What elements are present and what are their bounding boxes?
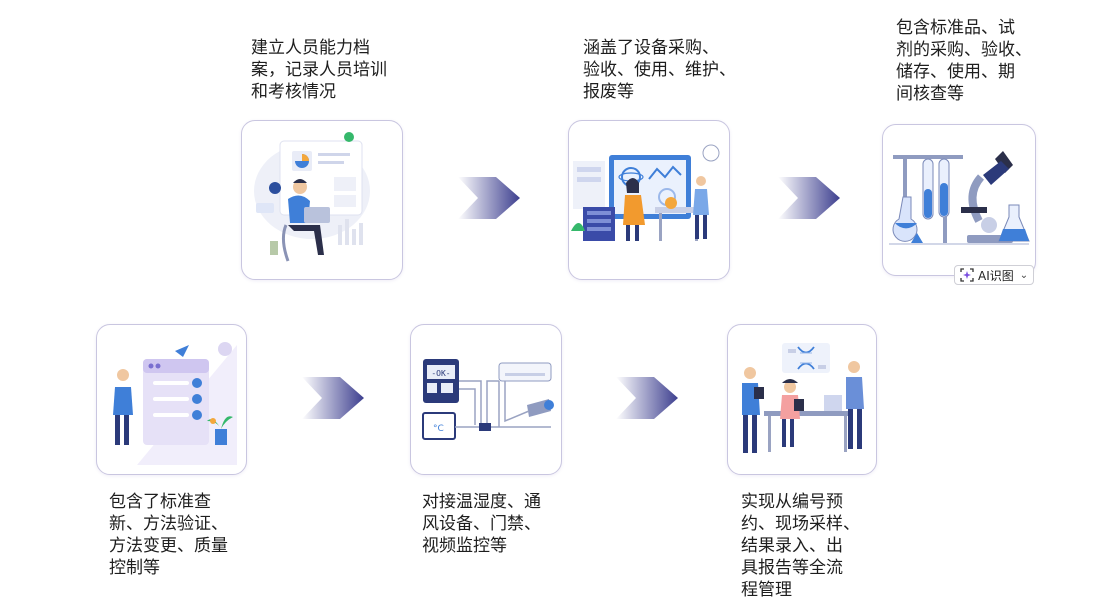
step-3-card (882, 124, 1036, 276)
step-4-caption: 包含了标准查 新、方法验证、 方法变更、质量 控制等 (109, 492, 228, 578)
ai-recognize-button[interactable]: AI识图 ⌄ (954, 265, 1034, 285)
step-4-card (96, 324, 247, 475)
environment-control-illustration: -OK- °C (422, 359, 554, 440)
lab-workflow-team-illustration (742, 343, 864, 453)
step-1-caption: 建立人员能力档 案，记录人员培训 和考核情况 (251, 38, 387, 102)
step-2-caption: 涵盖了设备采购、 验收、使用、维护、 报废等 (583, 38, 736, 102)
arrow-step-2-to-3 (778, 177, 840, 219)
lab-equipment-team-illustration (571, 144, 720, 241)
svg-text:-OK-: -OK- (431, 369, 450, 378)
microscope-glassware-illustration (889, 151, 1030, 245)
arrow-step-5-to-6 (616, 377, 678, 419)
person-at-laptop-illustration (254, 132, 370, 262)
step-1-card (241, 120, 403, 280)
ai-scan-icon (960, 268, 974, 282)
checklist-illustration (113, 342, 237, 465)
step-5-card: -OK- °C (410, 324, 562, 475)
ai-button-label: AI识图 (978, 268, 1014, 283)
step-6-card (727, 324, 877, 475)
step-6-caption: 实现从编号预 约、现场采样、 结果录入、出 具报告等全流 程管理 (741, 492, 860, 600)
arrow-step-4-to-5 (302, 377, 364, 419)
svg-text:°C: °C (433, 424, 444, 434)
step-3-caption: 包含标准品、试 剂的采购、验收、 储存、使用、期 间核查等 (896, 18, 1032, 104)
arrow-step-1-to-2 (458, 177, 520, 219)
chevron-down-icon: ⌄ (1019, 269, 1029, 281)
step-5-caption: 对接温湿度、通 风设备、门禁、 视频监控等 (422, 492, 541, 556)
step-2-card (568, 120, 730, 280)
